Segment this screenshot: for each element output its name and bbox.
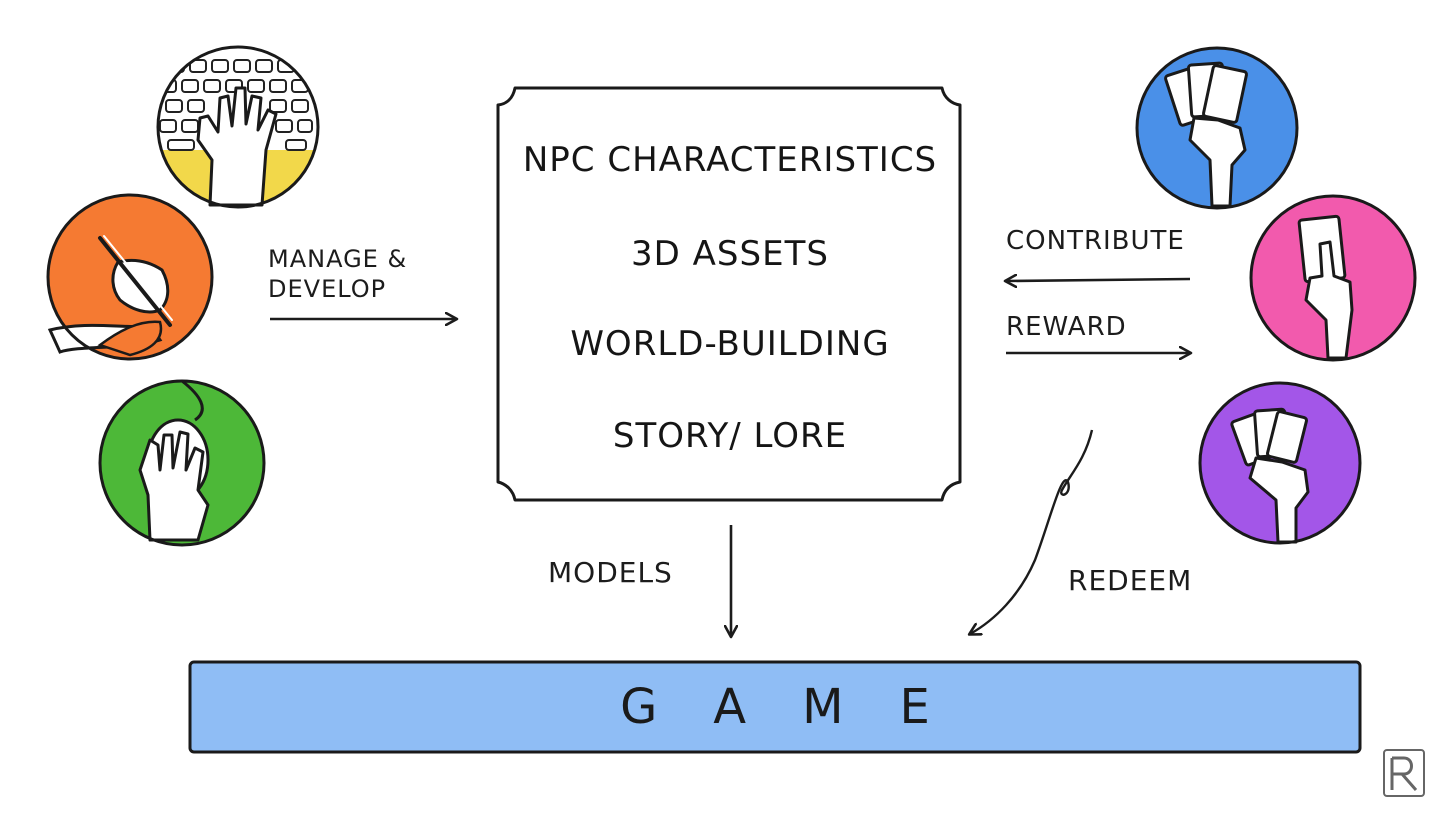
- contribute-arrow: [1006, 279, 1191, 281]
- center-item-3d-assets: 3D ASSETS: [631, 234, 829, 274]
- hand-holding-cards-icon: [1135, 46, 1299, 210]
- redeem-arrow: [970, 429, 1094, 634]
- center-item-world-building: WORLD-BUILDING: [570, 324, 890, 364]
- label-redeem: REDEEM: [1068, 564, 1193, 597]
- keyboard-typing-hand-icon: [156, 45, 320, 209]
- mouse-hand-icon: [98, 379, 266, 547]
- game-label: GAME: [620, 679, 986, 735]
- label-manage-develop: MANAGE & DEVELOP: [268, 245, 408, 303]
- label-contribute: CONTRIBUTE: [1006, 226, 1185, 256]
- hand-holding-cards-icon: [1198, 381, 1362, 545]
- center-box: [496, 86, 962, 502]
- label-models: MODELS: [548, 556, 673, 589]
- game-bar: [188, 660, 1362, 754]
- pen-drawing-hand-icon: [46, 193, 214, 361]
- center-item-npc: NPC CHARACTERISTICS: [522, 140, 938, 180]
- label-reward: REWARD: [1006, 312, 1127, 342]
- hand-holding-card-icon: [1249, 194, 1417, 362]
- center-item-story-lore: STORY/ LORE: [612, 416, 848, 456]
- logo-mark: [1383, 749, 1425, 797]
